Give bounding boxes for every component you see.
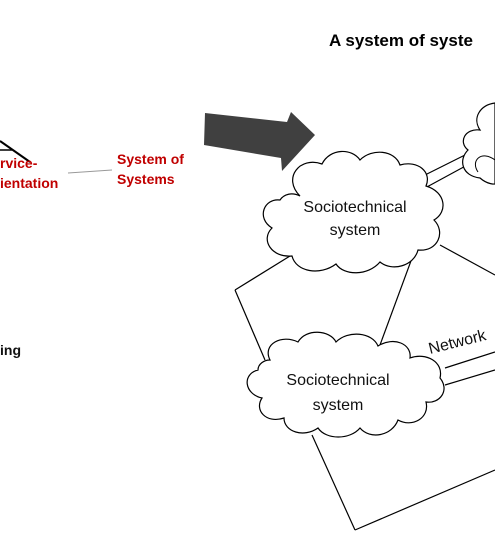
service-orientation-label-2: ientation (0, 175, 58, 191)
partial-left-label: ing (0, 342, 21, 358)
left-connector-line-1 (0, 140, 31, 163)
transition-arrow-icon (204, 112, 315, 171)
network-lines (234, 139, 495, 531)
cloud-top-right (462, 102, 495, 185)
network-label: Network (427, 327, 489, 358)
service-orientation-label-1: rvice- (0, 155, 38, 171)
cloud-1-label-2: system (330, 222, 381, 239)
system-of-systems-label-1: System of (117, 151, 184, 167)
sos-connector-line (67, 169, 113, 174)
diagram-title: A system of syste (329, 31, 473, 50)
sociotechnical-cloud-2: Sociotechnical system (246, 331, 445, 438)
system-of-systems-label-2: Systems (117, 171, 175, 187)
cloud-1-label-1: Sociotechnical (303, 199, 406, 216)
sociotechnical-cloud-1: Sociotechnical system (262, 150, 444, 274)
cloud-2-label-1: Sociotechnical (286, 372, 389, 389)
cloud-2-label-2: system (313, 397, 364, 414)
